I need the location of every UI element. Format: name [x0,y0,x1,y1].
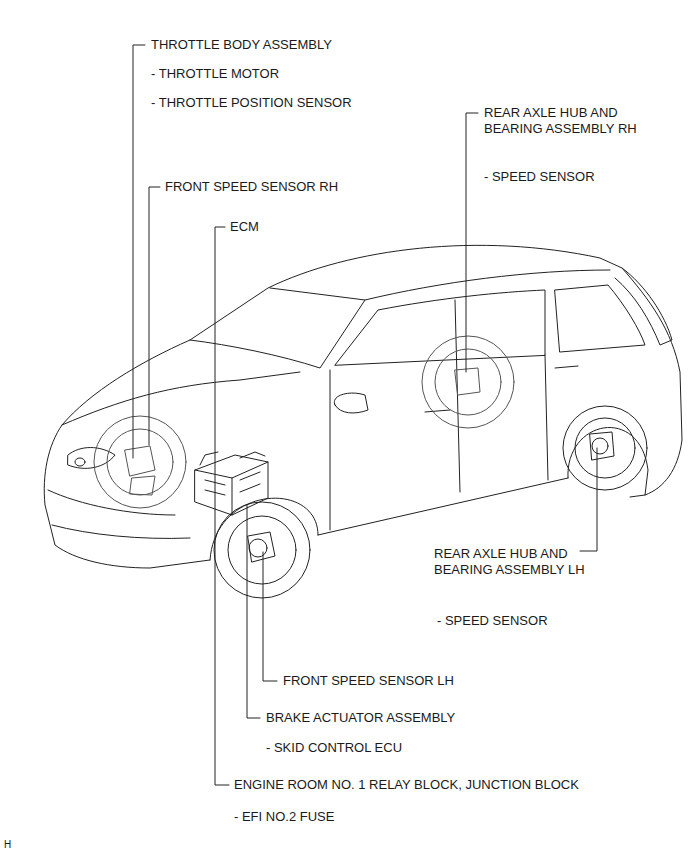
part-label: - THROTTLE POSITION SENSOR [151,95,352,111]
leader-line [580,448,597,551]
roof-line [365,270,610,300]
part-label: REAR AXLE HUB AND BEARING ASSEMBLY RH [484,105,662,137]
leader-line [466,113,478,372]
part-label: - EFI NO.2 FUSE [234,809,334,825]
mirror [334,393,368,413]
part-label: BRAKE ACTUATOR ASSEMBLY [266,710,455,726]
hatch-glass [615,268,672,345]
part-label: REAR AXLE HUB AND BEARING ASSEMBLY LH [434,546,612,578]
part-label: FRONT SPEED SENSOR LH [283,673,454,689]
front-arch [210,498,318,560]
rear-wheel-rh [422,336,514,428]
front-wheel-rh [94,416,186,508]
figure-code: H [4,839,11,851]
part-label: - SKID CONTROL ECU [266,740,402,756]
car-body [62,245,682,497]
part-label: FRONT SPEED SENSOR RH [165,179,338,195]
part-label: - THROTTLE MOTOR [151,66,279,82]
windshield [190,288,365,368]
hood-line [62,372,300,425]
rear-arch [568,427,648,495]
leader-line [215,227,229,785]
rear-wheel-lh [563,406,647,490]
brake-actuator-ecm [195,452,268,515]
leader-line [133,45,145,458]
headlight [68,448,115,469]
part-label: - SPEED SENSOR [437,613,548,629]
side-window [335,290,545,365]
part-label: ECM [230,219,259,235]
door-line [330,300,548,530]
leader-line [263,552,277,681]
bumper [48,490,190,538]
part-label: - SPEED SENSOR [484,169,595,185]
front-wheel-lh [214,502,310,598]
part-label: ENGINE ROOM NO. 1 RELAY BLOCK, JUNCTION … [234,777,579,793]
door-handle [425,366,578,412]
part-label: THROTTLE BODY ASSEMBLY [151,37,332,53]
leader-line [149,187,160,445]
leader-line [247,505,260,718]
